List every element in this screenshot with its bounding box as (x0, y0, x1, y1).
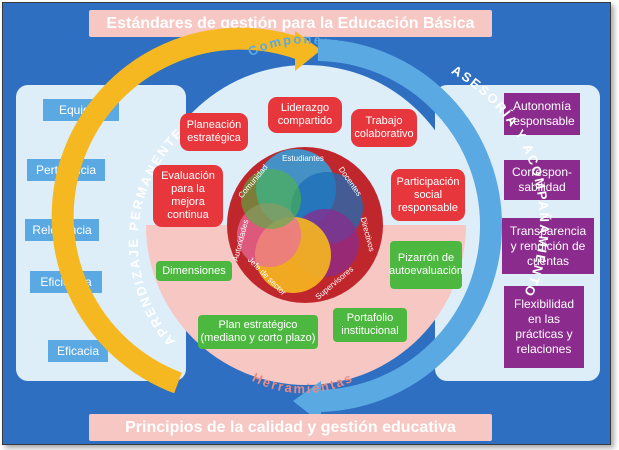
footer-banner: Principios de la calidad y gestión educa… (89, 414, 492, 441)
principle-transparencia: Transparencia y rendición de cuentas (502, 218, 594, 274)
actor-circle-comunidad (241, 169, 301, 229)
component-planeacion: Planeación estratégica (180, 113, 248, 151)
principle-flexibilidad: Flexibilidad en las prácticas y relacion… (504, 286, 584, 368)
yellow-arc-arrow (51, 27, 307, 394)
upper-half-circle (146, 65, 466, 225)
yellow-arrowhead (295, 31, 321, 71)
principle-eficacia: Eficacia (48, 340, 108, 362)
central-diagram: APRENDIZAJE PERMANENTE ASESORÍA Y ACOMPA… (51, 27, 550, 423)
tool-pizarron: Pizarrón de autoevaluación (389, 241, 463, 289)
tool-plan-estrategico: Plan estratégico (mediano y corto plazo) (198, 315, 318, 349)
blue-arrowhead (293, 381, 321, 423)
tool-dimensiones: Dimensiones (156, 261, 232, 281)
principle-autonomia: Autonomía responsable (504, 93, 580, 135)
actor-estudiantes: Estudiantes (282, 154, 324, 163)
diagram-frame: Estándares de gestión para la Educación … (2, 2, 611, 445)
tool-portafolio: Portafolio institucional (333, 308, 407, 342)
title-banner: Estándares de gestión para la Educación … (89, 10, 492, 37)
blue-arc-arrow (312, 39, 502, 413)
component-participacion: Participación social responsable (391, 169, 465, 221)
component-liderazgo: Liderazgo compartido (268, 97, 342, 133)
principle-corresponsabilidad: Correspon- sabilidad (504, 160, 580, 200)
component-trabajo: Trabajo colaborativo (351, 109, 417, 147)
component-evaluacion: Evaluación para la mejora continua (153, 165, 223, 227)
